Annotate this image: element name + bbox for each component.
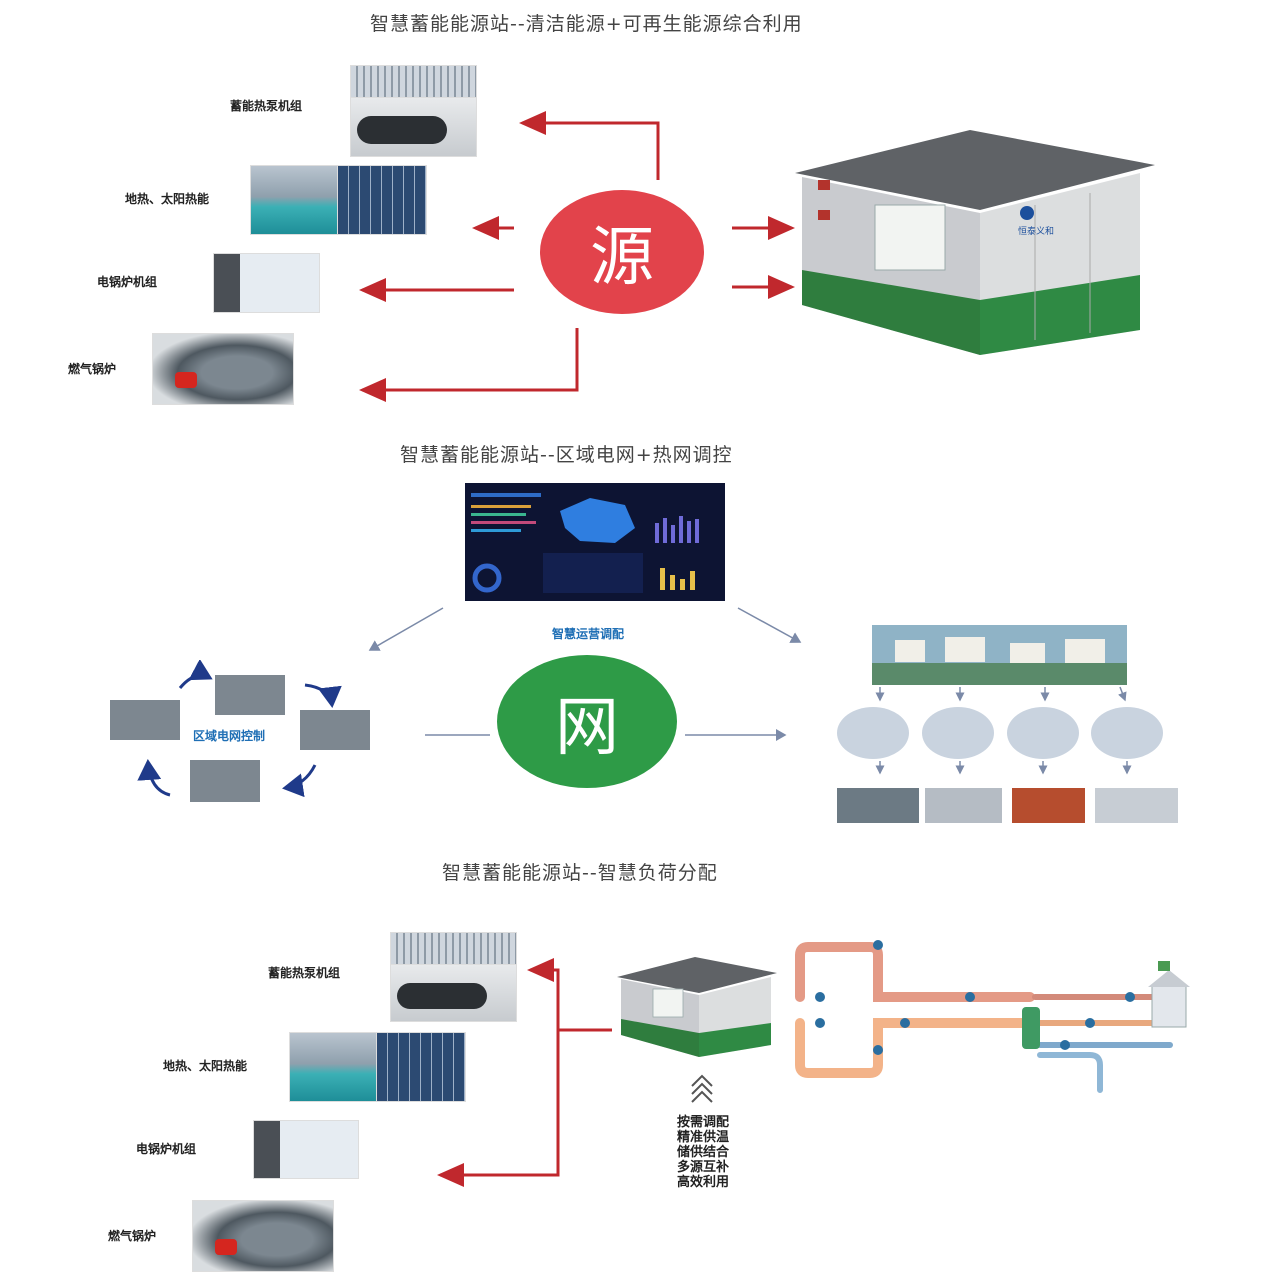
s3-solar-panel-photo [376,1032,466,1102]
section1-item-2: 电锅炉机组 [97,275,158,289]
feature-4: 高效利用 [676,1175,729,1190]
feature-0: 按需调配 [676,1115,729,1130]
s3-gas-boiler-photo [192,1200,334,1272]
s3-energy-station-kiosk [617,957,777,1057]
grid-control-label: 区域电网控制 [193,729,266,743]
section3-item-3: 燃气锅炉 [108,1229,157,1243]
section1-title: 智慧蓄能能源站--清洁能源+可再生能源综合利用 [370,13,803,35]
section3-item-1: 地热、太阳热能 [163,1059,248,1073]
dispatch-label: 智慧运营调配 [552,627,625,641]
section2-arrows [368,607,802,741]
grid-hub-circle: 网 [497,655,677,788]
electric-boiler-photo [213,253,320,313]
section3-title: 智慧蓄能能源站--智慧负荷分配 [442,862,718,884]
source-hub-circle: 源 [540,190,704,314]
section3-item-0: 蓄能热泵机组 [268,966,341,980]
section1-item-1: 地热、太阳热能 [125,192,210,206]
s3-geothermal-photo [289,1032,379,1102]
solar-panel-photo [337,165,427,235]
gas-boiler-photo [152,333,294,405]
section1-item-3: 燃气锅炉 [68,362,117,376]
transformer-cycle [110,660,370,802]
heat-pump-unit-photo [350,97,477,157]
heat-pipe-network-diagram [795,940,1190,1093]
section3-item-2: 电锅炉机组 [136,1142,197,1156]
station-sign: 恒泰义和 [1018,227,1055,237]
feature-2: 储供结合 [676,1145,729,1160]
section2-title: 智慧蓄能能源站--区域电网+热网调控 [400,444,733,466]
geothermal-photo [250,165,340,235]
s3-electric-boiler-photo [253,1120,359,1179]
energy-station-kiosk [795,130,1155,355]
features-list: 按需调配 精准供温 储供结合 多源互补 高效利用 [668,1115,738,1190]
chevron-up-icon [691,1074,713,1103]
section1-arrows [359,111,795,402]
section1-item-0: 蓄能热泵机组 [230,99,303,113]
heat-network-village [837,625,1178,823]
feature-1: 精准供温 [676,1130,729,1145]
s3-heat-pump-unit-photo [390,964,517,1022]
feature-3: 多源互补 [676,1160,729,1175]
section3-arrows [437,958,612,1187]
dashboard-screen [465,483,725,601]
